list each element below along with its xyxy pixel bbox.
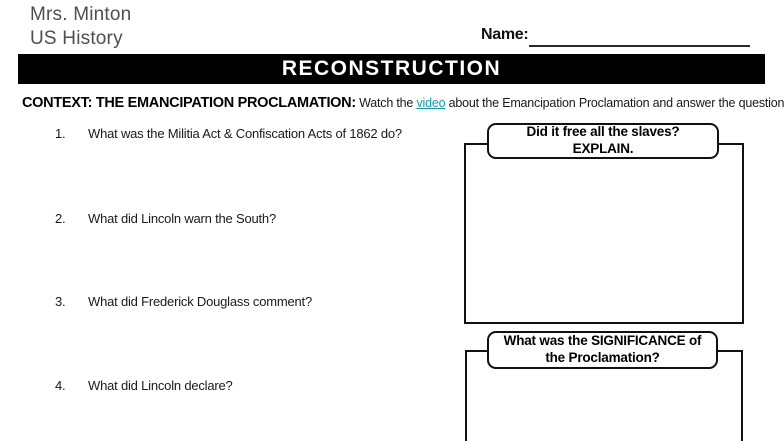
question-4-text: What did Lincoln declare? xyxy=(88,378,233,393)
video-link[interactable]: video xyxy=(416,96,446,110)
course-name: US History xyxy=(30,28,123,49)
question-1-text: What was the Militia Act & Confiscation … xyxy=(88,126,402,141)
answer-box-significance-label-text: What was the SIGNIFICANCE of the Proclam… xyxy=(503,333,702,365)
question-3: 3. What did Frederick Douglass comment? xyxy=(55,294,312,309)
instruction-pre-link: Watch the xyxy=(355,96,417,110)
answer-box-significance-label: What was the SIGNIFICANCE of the Proclam… xyxy=(487,331,718,369)
question-1-number: 1. xyxy=(55,126,66,141)
name-label: Name: xyxy=(481,26,529,43)
instruction-post-link: about the Emancipation Proclamation and … xyxy=(445,96,784,110)
question-1: 1. What was the Militia Act & Confiscati… xyxy=(55,126,402,141)
page-title: RECONSTRUCTION xyxy=(281,57,502,80)
context-heading: CONTEXT: THE EMANCIPATION PROCLAMATION: xyxy=(22,95,356,111)
question-2-text: What did Lincoln warn the South? xyxy=(88,211,276,226)
question-3-text: What did Frederick Douglass comment? xyxy=(88,294,313,309)
answer-box-slaves-label-text: Did it free all the slaves? EXPLAIN. xyxy=(526,124,680,156)
question-3-number: 3. xyxy=(55,294,66,309)
question-2-number: 2. xyxy=(55,211,66,226)
teacher-name: Mrs. Minton xyxy=(30,4,132,25)
question-4-number: 4. xyxy=(55,378,66,393)
answer-box-slaves[interactable] xyxy=(464,143,744,324)
name-blank-line[interactable] xyxy=(529,25,750,47)
context-instructions: CONTEXT: THE EMANCIPATION PROCLAMATION: … xyxy=(22,94,784,112)
title-banner: RECONSTRUCTION xyxy=(18,54,765,84)
answer-box-slaves-label: Did it free all the slaves? EXPLAIN. xyxy=(487,123,719,159)
question-2: 2. What did Lincoln warn the South? xyxy=(55,211,276,226)
question-4: 4. What did Lincoln declare? xyxy=(55,378,233,393)
